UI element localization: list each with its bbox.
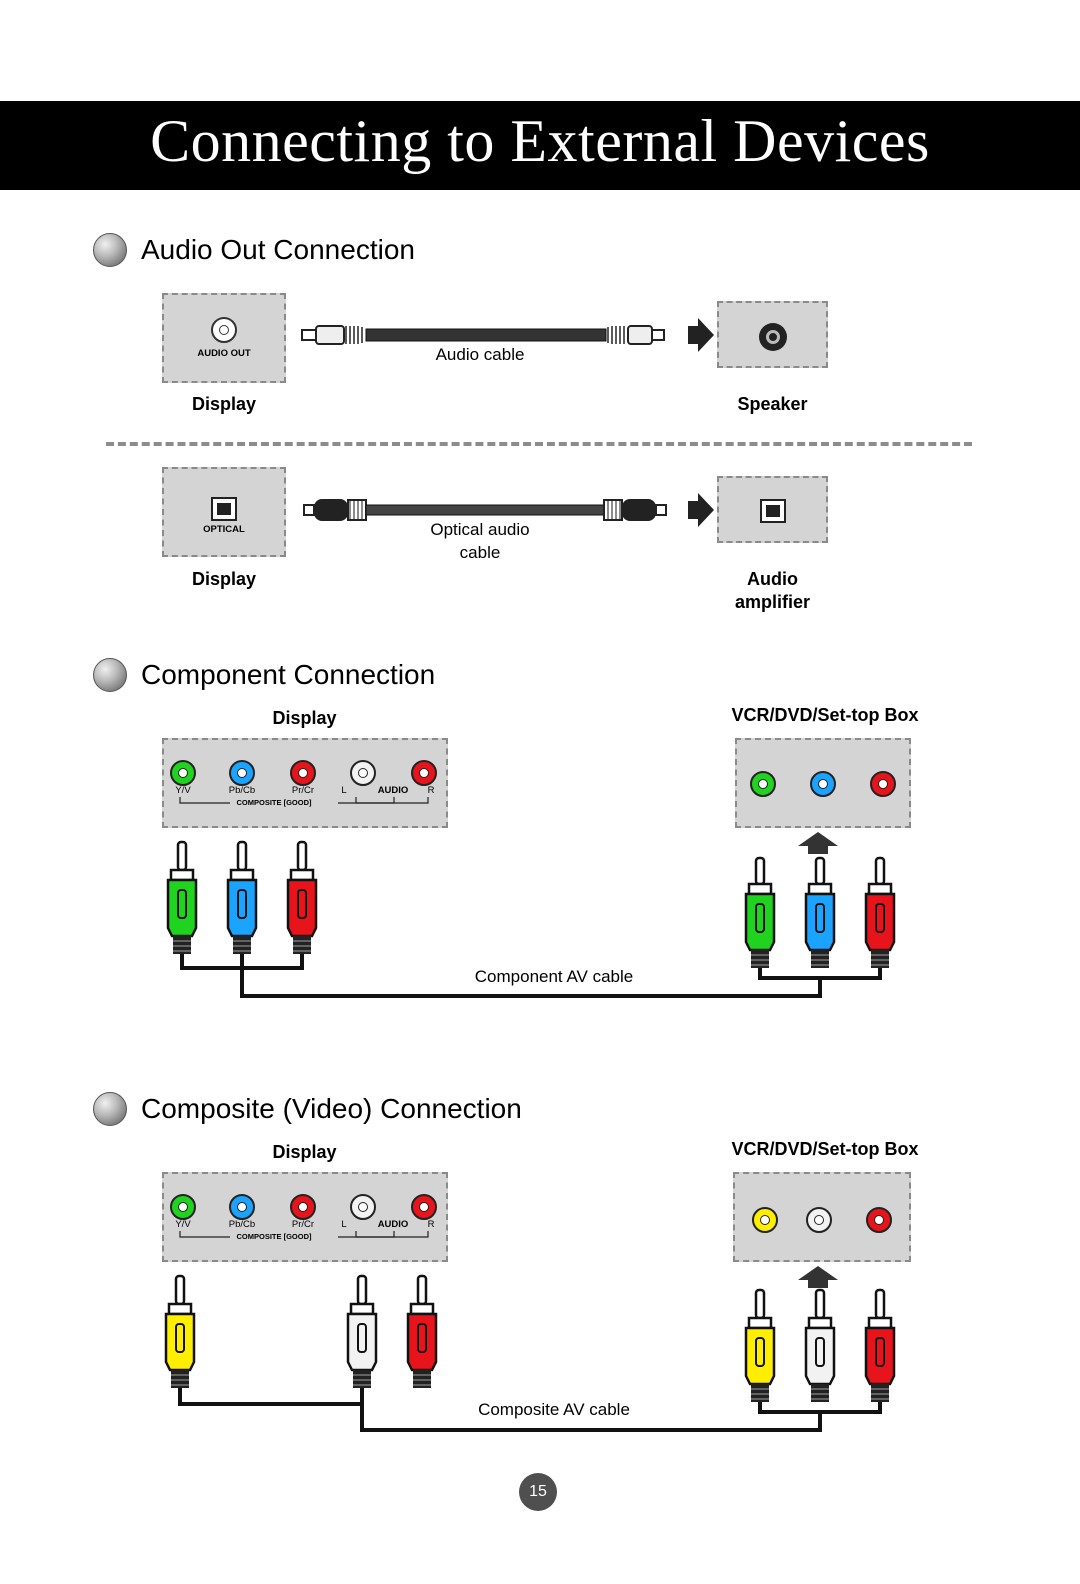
pb-cb-jack [229, 1194, 255, 1220]
audio-r-jack [411, 1194, 437, 1220]
composite-cable-label: Composite AV cable [478, 1400, 630, 1419]
audio-amplifier-panel [717, 476, 828, 543]
audio-amplifier-label: Audio amplifier [700, 568, 845, 614]
speaker-panel [717, 301, 828, 368]
gray-sphere-icon [93, 233, 127, 267]
section-divider [106, 442, 972, 446]
device-white-jack [806, 1207, 832, 1233]
red-plug [286, 840, 318, 956]
arrow-icon [688, 493, 714, 527]
arrow-icon [798, 1266, 838, 1288]
white-plug [804, 1288, 836, 1404]
component-device-label: VCR/DVD/Set-top Box [731, 705, 919, 725]
red-plug [864, 856, 896, 970]
component-cable-label: Component AV cable [474, 967, 634, 986]
display-optical-panel: OPTICAL [162, 467, 286, 557]
y-v-label: Y/V [175, 1219, 191, 1230]
component-display-panel: Y/V Pb/Cb Pr/Cr L AUDIO R COMPOSITE [GOO… [162, 738, 448, 828]
optical-port-icon [760, 499, 786, 523]
audio-l-jack [350, 760, 376, 786]
audio-cable-label: Audio cable [435, 345, 525, 364]
audio-l-jack [350, 1194, 376, 1220]
component-heading: Component Connection [93, 658, 435, 692]
audio-out-jack-icon [211, 317, 237, 343]
gray-sphere-icon [93, 1092, 127, 1126]
optical-port-label: OPTICAL [203, 524, 245, 535]
composite-display-panel: Y/V Pb/Cb Pr/Cr L AUDIO R COMPOSITE [GOO… [162, 1172, 448, 1262]
display-audio-out-panel: AUDIO OUT [162, 293, 286, 383]
white-plug [346, 1274, 378, 1390]
pr-cr-label: Pr/Cr [291, 785, 315, 796]
audio-cable [301, 318, 714, 352]
arrow-icon [688, 318, 714, 352]
device-green-jack [750, 771, 776, 797]
pr-cr-jack [290, 1194, 316, 1220]
red-plug [406, 1274, 438, 1390]
optical-cable-label: Optical audio cable [400, 518, 560, 564]
audio-r-jack [411, 760, 437, 786]
pb-cb-label: Pb/Cb [228, 785, 256, 796]
yellow-plug [164, 1274, 196, 1390]
component-display-label: Display [272, 708, 337, 728]
red-plug [864, 1288, 896, 1404]
audio-label: AUDIO [377, 785, 409, 796]
composite-heading: Composite (Video) Connection [93, 1092, 522, 1126]
arrow-icon [798, 832, 838, 854]
component-device-panel [735, 738, 911, 828]
optical-cable-label-line1: Optical audio [430, 520, 530, 539]
composite-device-panel [733, 1172, 911, 1262]
composite-device-label: VCR/DVD/Set-top Box [731, 1139, 919, 1159]
optical-audio-cable [303, 493, 714, 527]
y-v-jack [170, 760, 196, 786]
title-bar: Connecting to External Devices [0, 101, 1080, 190]
composite-display-label: Display [272, 1142, 337, 1162]
device-red-jack [870, 771, 896, 797]
composite-bracket [179, 797, 429, 804]
yellow-plug [744, 1288, 776, 1404]
y-v-jack [170, 1194, 196, 1220]
page-number: 15 [519, 1473, 557, 1511]
composite-heading-text: Composite (Video) Connection [141, 1093, 522, 1124]
display-label-optical: Display [191, 569, 257, 589]
audio-l-label: L [341, 1219, 347, 1230]
device-red-jack [866, 1207, 892, 1233]
gray-sphere-icon [93, 658, 127, 692]
device-blue-jack [810, 771, 836, 797]
composite-av-cable [164, 1266, 896, 1432]
pr-cr-label: Pr/Cr [291, 1219, 315, 1230]
speaker-label: Speaker [737, 394, 808, 414]
green-plug [166, 840, 198, 956]
blue-plug [226, 840, 258, 956]
optical-port-icon [211, 497, 237, 521]
green-plug [744, 856, 776, 970]
blue-plug [804, 856, 836, 970]
device-yellow-jack [752, 1207, 778, 1233]
audio-r-label: R [427, 785, 435, 796]
optical-cable-label-line2: cable [459, 543, 501, 562]
audio-out-heading: Audio Out Connection [93, 233, 415, 267]
audio-amplifier-label-line2: amplifier [734, 592, 811, 612]
composite-good-note: COMPOSITE [GOOD] [236, 798, 312, 807]
y-v-label: Y/V [175, 785, 191, 796]
audio-out-heading-text: Audio Out Connection [141, 234, 415, 265]
page-title: Connecting to External Devices [150, 108, 930, 174]
audio-label: AUDIO [377, 1219, 409, 1230]
composite-good-note: COMPOSITE [GOOD] [236, 1232, 312, 1241]
component-heading-text: Component Connection [141, 659, 436, 690]
pb-cb-jack [229, 760, 255, 786]
audio-l-label: L [341, 785, 347, 796]
pr-cr-jack [290, 760, 316, 786]
display-label: Display [191, 394, 257, 414]
audio-r-label: R [427, 1219, 435, 1230]
component-av-cable [166, 832, 896, 998]
speaker-jack-icon [759, 323, 787, 351]
pb-cb-label: Pb/Cb [228, 1219, 256, 1230]
audio-amplifier-label-line1: Audio [747, 569, 798, 589]
audio-out-port-label: AUDIO OUT [197, 348, 251, 359]
composite-bracket [179, 1231, 429, 1238]
